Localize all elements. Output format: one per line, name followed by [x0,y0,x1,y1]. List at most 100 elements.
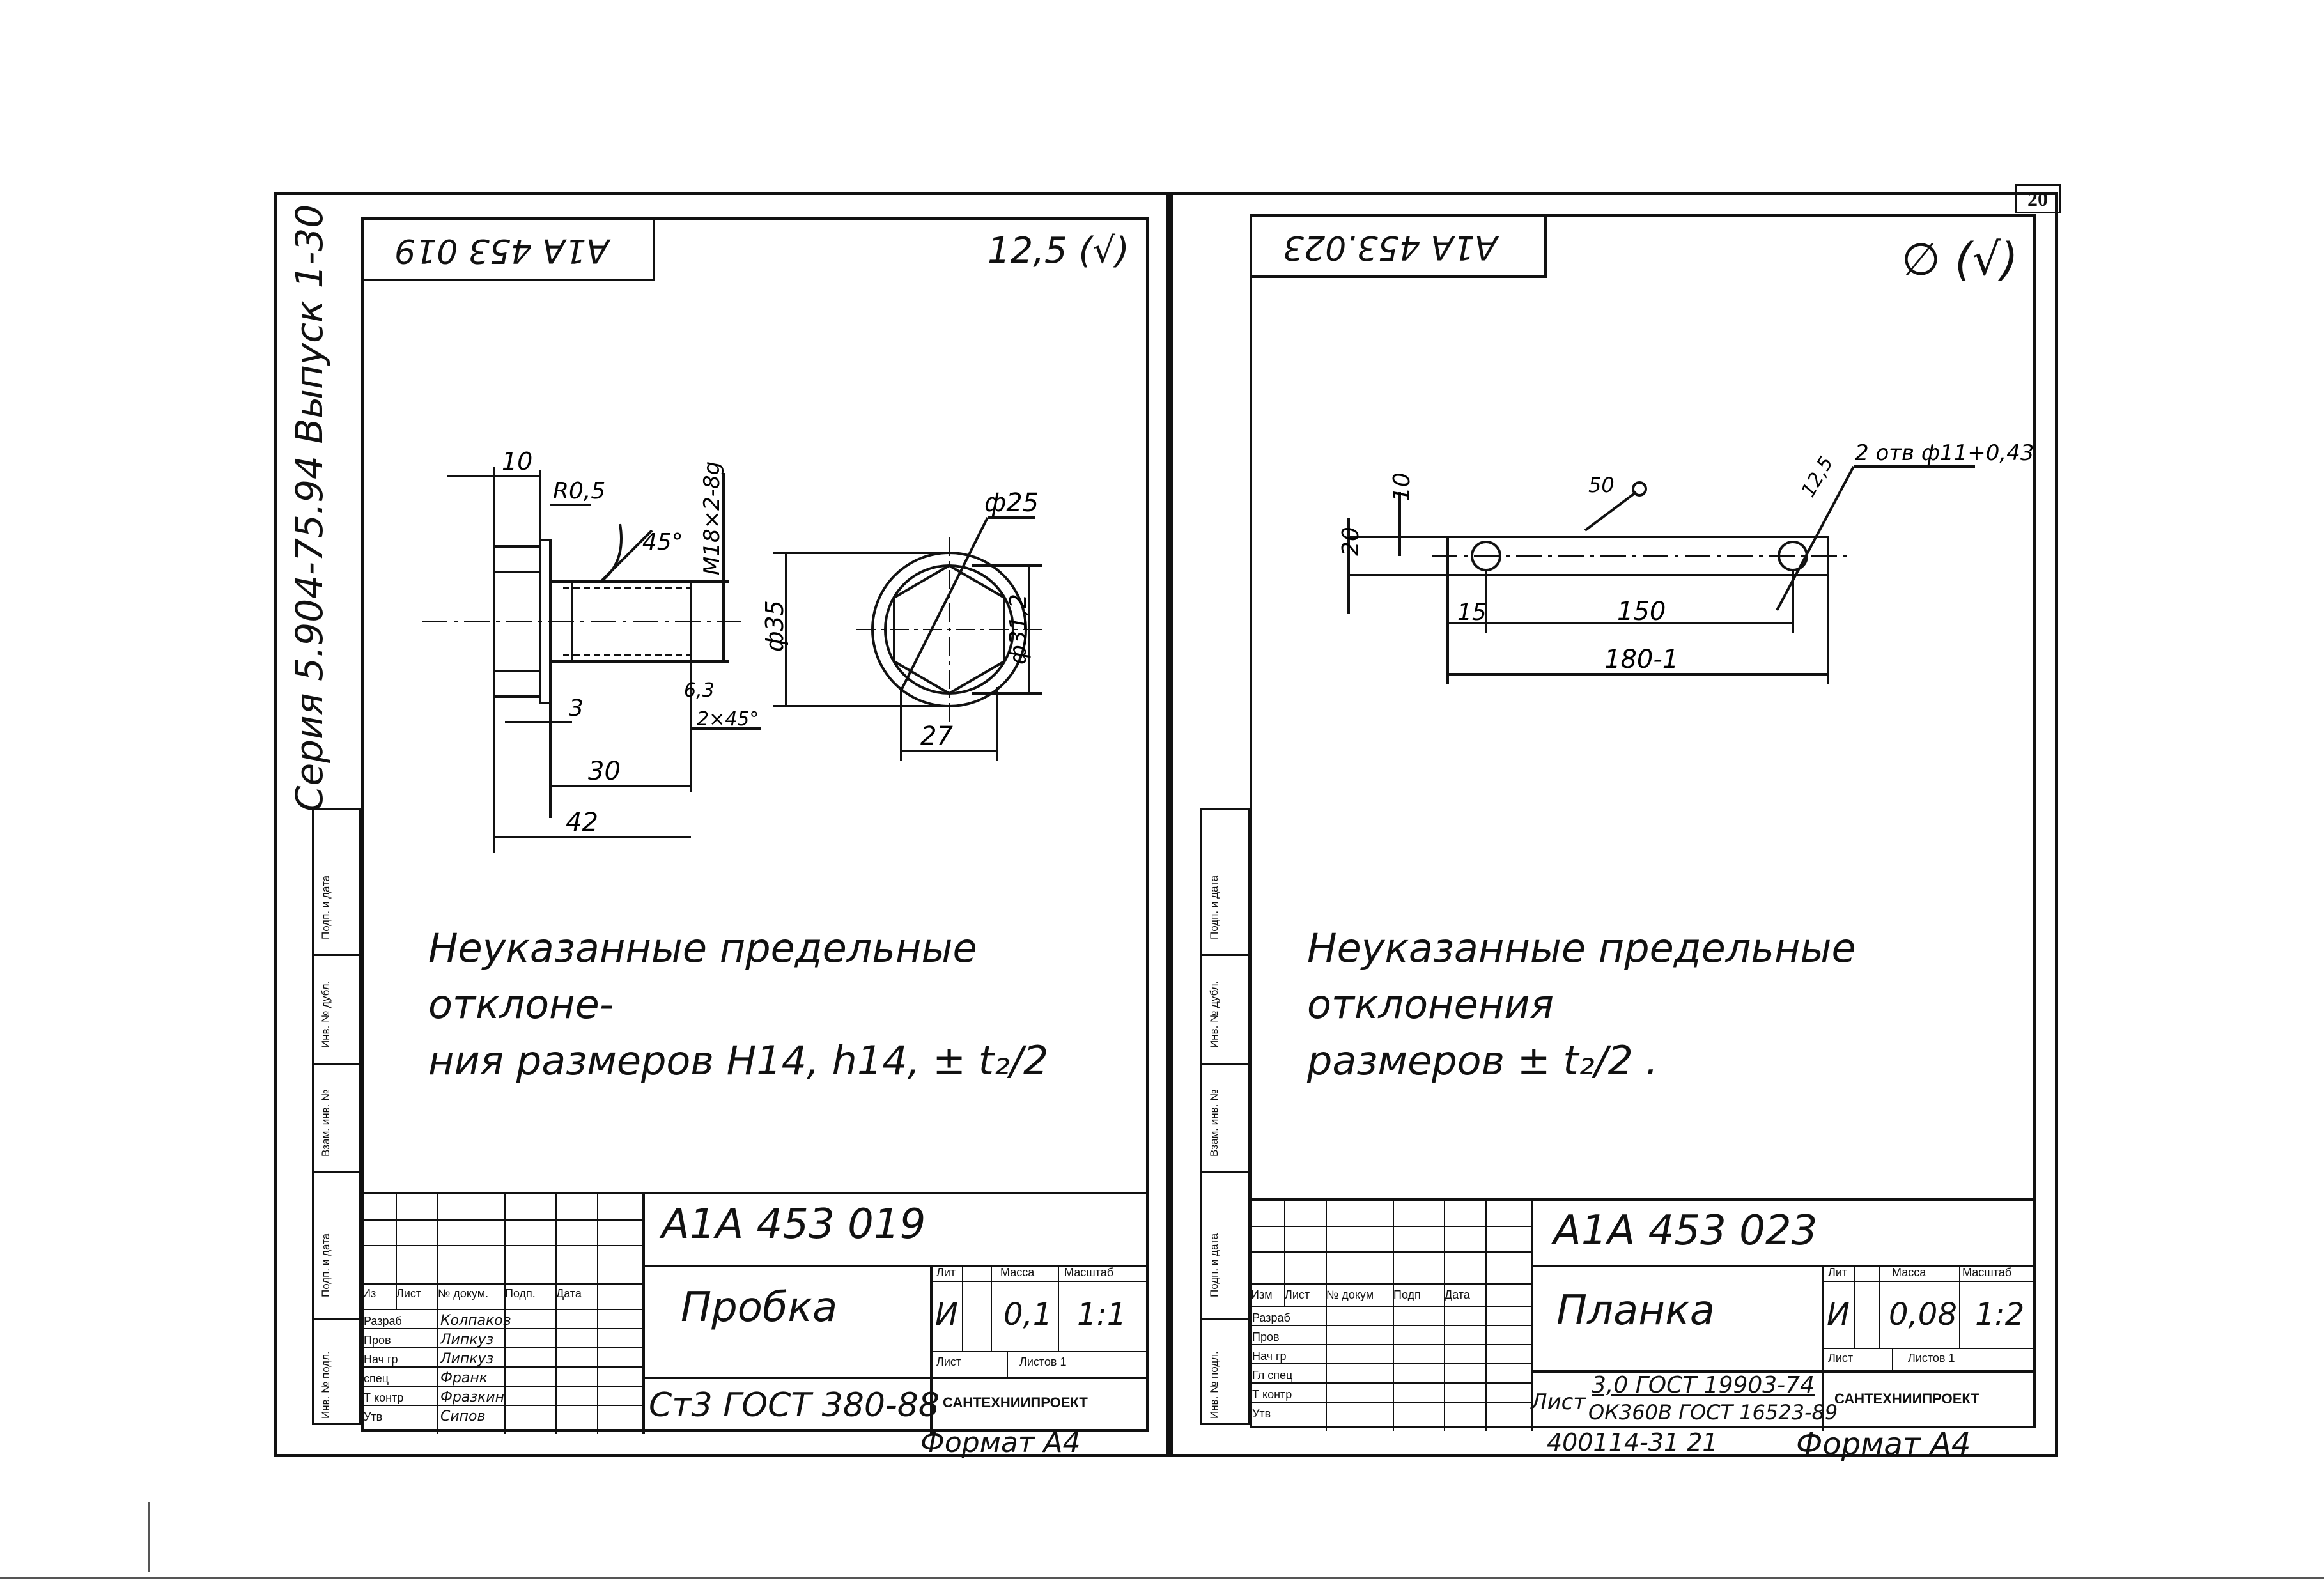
left-col-doc: № докум. [438,1287,489,1300]
dim-phi35: ф35 [761,600,789,652]
right-mass-header: Масса [1892,1266,1926,1279]
dim-45deg: 45° [642,529,683,555]
right-revision-grid [1250,1201,1531,1431]
dim-3: 3 [569,695,584,722]
left-revision-grid [361,1194,642,1434]
left-designation: А1А 453 019 [662,1201,926,1248]
left-side-strip [312,808,361,1425]
right-role-3: Гл спец [1252,1369,1293,1382]
right-role-5: Утв [1252,1407,1271,1420]
right-col-date: Дата [1445,1288,1470,1301]
left-name-0: Колпаков [440,1313,511,1329]
dim-42: 42 [566,808,598,837]
left-part-name: Пробка [681,1284,838,1331]
left-mass-header: Масса [1000,1266,1035,1279]
left-role-4: Т контр [364,1391,404,1404]
right-scale-header: Масштаб [1962,1266,2012,1279]
dim-phi25: ф25 [984,488,1039,518]
left-format: Формат А4 [920,1426,1081,1459]
scan-edge-line [0,1577,2324,1579]
right-sheets: Листов 1 [1908,1352,1955,1364]
left-title-block: Из Лист № докум. Подп. Дата Разраб Пров … [361,1192,1149,1434]
right-drawing-frame [1250,214,2036,1428]
right-note-line1: Неуказанные предельные отклонения [1307,925,1856,1028]
left-col-date: Дата [556,1287,582,1300]
right-code-text: А1А 453.023 [1283,228,1498,266]
right-lit-header: Лит [1828,1266,1848,1279]
dim-r05: R0,5 [553,478,605,504]
right-part-name: Планка [1556,1287,1715,1334]
right-sheet-border [1170,192,2058,1457]
dim-15: 15 [1457,599,1487,626]
left-col-list: Лист [396,1287,422,1300]
left-role-2: Нач гр [364,1353,398,1366]
right-scale: 1:2 [1975,1297,2025,1332]
left-name-4: Фразкин [440,1389,505,1405]
right-side-label-3: Взам. инв. № [1208,1089,1220,1157]
right-title-block: Изм Лист № докум Подп Дата Разраб Пров Н… [1250,1198,2036,1431]
right-material-line1: 3,0 ГОСТ 19903-74 [1592,1372,1815,1398]
left-role-0: Разраб [364,1315,402,1327]
left-material: Ст3 ГОСТ 380-88 [649,1386,940,1425]
right-material-line2: ОК360В ГОСТ 16523-89 [1588,1400,1838,1425]
hexagon [893,564,1005,695]
right-mass: 0,08 [1889,1297,1957,1332]
dim-10: 10 [502,447,532,475]
left-note-line1: Неуказанные предельные отклоне- [428,925,977,1028]
dim-phi312: ф31,2 [1005,594,1032,665]
page-number: 20 [2015,184,2061,213]
left-side-label-4: Подп. и дата [320,1233,332,1297]
right-designation: А1А 453 023 [1553,1207,1818,1255]
dim-holes: 2 отв ф11+0,43 [1855,440,2033,466]
left-role-3: спец [364,1372,389,1385]
right-col-sign: Подп [1393,1288,1421,1301]
left-mass: 0,1 [1003,1297,1053,1332]
right-side-label-2: Инв. № дубл. [1208,980,1220,1048]
right-roughness: ∅ (√) [1902,233,2018,286]
right-role-4: Т контр [1252,1388,1292,1401]
right-lit: И [1827,1297,1850,1332]
left-side-label-5: Инв. № подл. [320,1351,332,1419]
right-side-label-4: Подп. и дата [1208,1233,1220,1297]
right-side-strip [1200,808,1250,1425]
left-note: Неуказанные предельные отклоне- ния разм… [428,920,1138,1089]
series-label: Серия 5.904-75.94 Выпуск 1-30 [288,204,331,812]
left-scale-header: Масштаб [1064,1266,1114,1279]
right-code-box: А1А 453.023 [1250,214,1547,278]
right-format: Формат А4 [1796,1426,1971,1462]
plate-drawing: 10 20 50 12,5 2 отв ф11+0,43 15 150 180-… [1338,440,2033,684]
right-note: Неуказанные предельные отклонения размер… [1307,920,2029,1089]
right-bottom-code: 400114-31 21 [1547,1428,1718,1456]
dim-30: 30 [588,757,621,786]
dim-180: 180-1 [1604,645,1678,674]
right-col-izm: Изм [1251,1288,1273,1301]
left-name-5: Сипов [440,1409,486,1425]
left-name-1: Липкуз [440,1332,494,1348]
left-roughness: 12,5 (√) [988,230,1129,272]
left-code-text: А1А 453 019 [394,231,609,270]
left-name-2: Липкуз [440,1351,494,1367]
right-sheet: Лист [1828,1352,1854,1364]
left-lit: И [935,1297,958,1332]
left-side-label-2: Инв. № дубл. [320,980,332,1048]
dim-150: 150 [1617,597,1666,626]
left-code-box: А1А 453 019 [361,217,655,281]
left-sheets: Листов 1 [1019,1355,1067,1368]
right-material-prefix: Лист [1531,1389,1586,1415]
right-org: САНТЕХНИИПРОЕКТ [1834,1391,1979,1407]
dim-27: 27 [920,722,953,751]
left-name-3: Франк [440,1370,488,1386]
left-col-sign: Подп. [505,1287,536,1300]
dim-thread: M18×2-8g [699,461,725,575]
dim-10-r: 10 [1389,472,1415,502]
left-sheet: Лист [936,1355,962,1368]
scan-edge-tick [148,1502,150,1572]
right-role-2: Нач гр [1252,1350,1287,1363]
roughness-50: 50 [1588,473,1615,497]
right-col-list: Лист [1285,1288,1310,1301]
dim-chamfer: 2×45° [697,708,759,730]
left-scale: 1:1 [1077,1297,1127,1332]
left-role-5: Утв [364,1410,383,1423]
left-org: САНТЕХНИИПРОЕКТ [943,1394,1088,1410]
right-side-label-1: Подп. и дата [1208,875,1220,939]
